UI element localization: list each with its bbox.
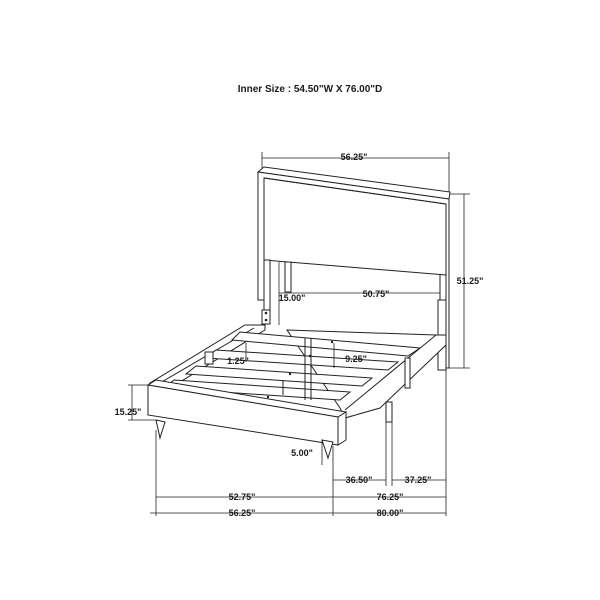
- leg-spacing-label: 1.25": [227, 356, 249, 366]
- slat-3: [184, 365, 374, 387]
- footboard-height-label: 15.25": [115, 407, 142, 417]
- overall-width-label: 56.25": [229, 508, 256, 518]
- headboard-panel-height-label: 15.00": [279, 293, 306, 303]
- inner-rail-width-label: 50.75": [363, 289, 390, 299]
- rail-height-label: 9.25": [345, 354, 367, 364]
- dimension-lines: [128, 152, 470, 516]
- overall-length-label: 76.25": [377, 492, 404, 502]
- bed-frame: [148, 309, 447, 423]
- overall-depth-label: 80.00": [377, 508, 404, 518]
- slat-1: [230, 331, 422, 357]
- rear-length-label: 37.25": [405, 475, 432, 485]
- footboard: [146, 379, 348, 460]
- headboard-width-label: 56.25": [341, 152, 368, 162]
- inner-size-title: Inner Size : 54.50"W X 76.00"D: [238, 84, 383, 95]
- dimension-labels: 56.25" 51.25" 15.00" 50.75" 1.25" 9.25" …: [115, 152, 484, 518]
- front-inner-width-label: 52.75": [229, 492, 256, 502]
- clearance-label: 5.00": [291, 448, 313, 458]
- headboard-height-label: 51.25": [457, 276, 484, 286]
- side-rail-length-label: 36.50": [346, 475, 373, 485]
